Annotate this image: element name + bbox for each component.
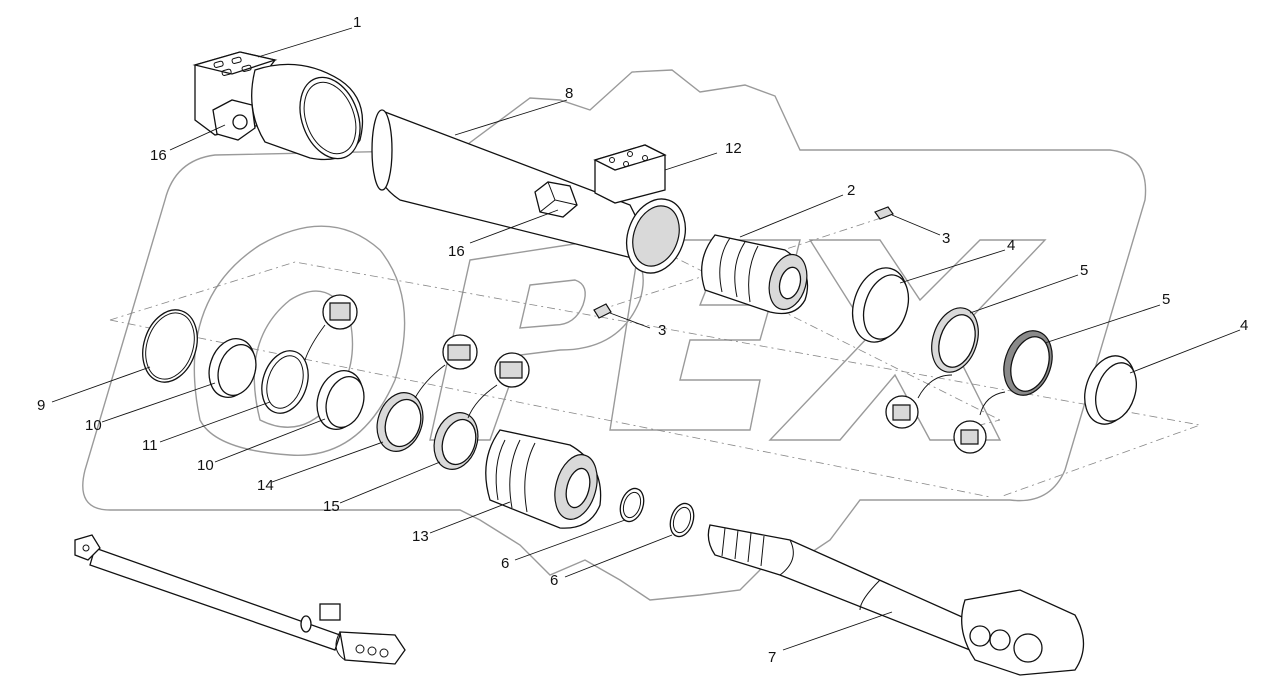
callout-4-a: 4 [1007,237,1015,254]
part-2-piston [701,234,809,315]
callout-1: 1 [353,14,361,31]
callout-4-b: 4 [1240,317,1248,334]
assembled-cylinder-inset [74,534,406,665]
part-10-ring-a [208,338,257,398]
callout-16-center: 16 [448,243,465,260]
callout-16-left: 16 [150,147,167,164]
part-6-o-ring-a [619,487,645,523]
callout-9: 9 [37,397,45,414]
part-6-o-ring-b [669,502,695,538]
callout-14: 14 [257,477,274,494]
callout-3-right: 3 [942,230,950,247]
callout-13: 13 [412,528,429,545]
part-16-hex-nut-center [534,181,578,218]
part-3-set-screw-left [593,303,612,319]
callout-10-b: 10 [197,457,214,474]
part-3-set-screw-right [874,206,894,220]
callout-6-b: 6 [550,572,558,589]
barrel-end-ring [626,198,686,274]
part-8-cylinder-barrel [371,109,662,266]
part-11-ring [261,350,309,414]
callout-12: 12 [725,140,742,157]
watermark [82,69,1147,601]
center-axes [109,139,1202,498]
detail-bubbles-right [885,374,1006,454]
callout-7: 7 [768,649,776,666]
part-13-gland [485,429,602,529]
callout-6-a: 6 [501,555,509,572]
part-15-seal [433,412,479,470]
callout-15: 15 [323,498,340,515]
callout-5-a: 5 [1080,262,1088,279]
part-10-ring-b [316,370,365,430]
callout-8: 8 [565,85,573,102]
part-4-guide-ring-a [851,267,910,343]
part-5-seal-ring-b [1003,330,1053,396]
callout-3-left: 3 [658,322,666,339]
leader-lines [51,27,1241,651]
part-7-piston-rod [707,524,1085,676]
part-5-seal-ring-a [931,307,979,373]
part-14-seal [376,392,424,452]
callout-2: 2 [847,182,855,199]
detail-bubbles-left [304,294,530,419]
callout-5-b: 5 [1162,291,1170,308]
callout-11: 11 [142,437,158,454]
callout-labels: 1 16 8 12 2 3 16 4 5 5 3 4 9 10 11 10 14… [37,14,1248,666]
part-4-guide-ring-b [1084,355,1137,425]
part-12-block [593,144,667,204]
callout-10-a: 10 [85,417,102,434]
part-16-hex-nut-left [212,99,256,141]
part-9-ring [142,309,198,383]
